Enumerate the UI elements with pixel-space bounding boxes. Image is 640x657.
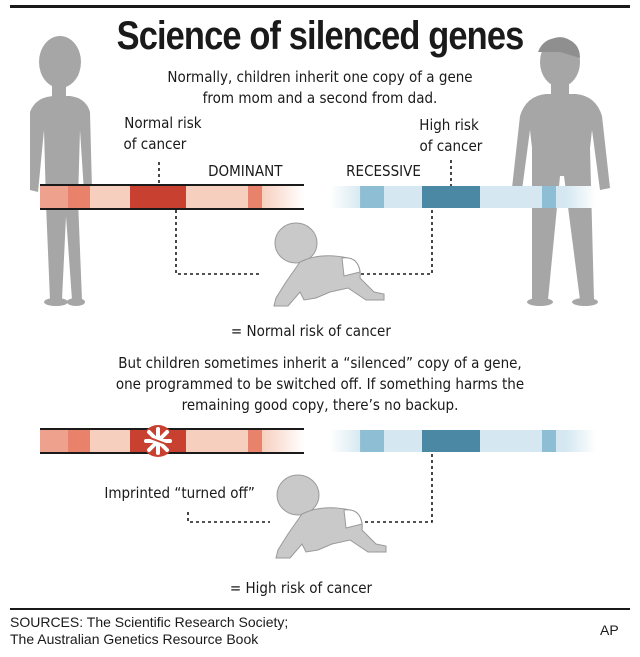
recessive-label: RECESSIVE bbox=[346, 162, 421, 180]
imprinted-label: Imprinted “turned off” bbox=[104, 484, 255, 502]
sources-line-2: The Australian Genetics Resource Book bbox=[10, 631, 259, 647]
baby-figure-top bbox=[273, 222, 385, 307]
baby-figure-bottom bbox=[275, 474, 387, 559]
mother-figure bbox=[30, 36, 92, 306]
top-rule bbox=[10, 5, 630, 8]
normal-risk-label-line-2: of cancer bbox=[123, 135, 187, 153]
recessive-gene-bar-bottom bbox=[330, 430, 596, 452]
intro-line-1: Normally, children inherit one copy of a… bbox=[167, 68, 473, 86]
bottom-rule bbox=[10, 608, 630, 610]
recessive-gene-bar-top bbox=[330, 186, 596, 208]
high-risk-label-line-1: High risk bbox=[419, 116, 479, 134]
father-figure bbox=[512, 37, 610, 306]
silenced-x-mark bbox=[142, 425, 174, 457]
high-risk-label-line-2: of cancer bbox=[419, 137, 483, 155]
explanation-line-1: But children sometimes inherit a “silenc… bbox=[118, 354, 522, 372]
normal-risk-label-line-1: Normal risk bbox=[124, 114, 202, 132]
intro-line-2: from mom and a second from dad. bbox=[202, 89, 438, 107]
result-normal-risk: = Normal risk of cancer bbox=[230, 322, 391, 340]
dotted-connectors-top bbox=[158, 160, 452, 275]
explanation-line-2: one programmed to be switched off. If so… bbox=[115, 375, 525, 393]
dominant-label: DOMINANT bbox=[208, 162, 283, 180]
dominant-gene-bar-top bbox=[40, 184, 304, 210]
graphic-title: Science of silenced genes bbox=[116, 14, 525, 58]
result-high-risk: = High risk of cancer bbox=[229, 579, 373, 597]
sources-line-1: SOURCES: The Scientific Research Society… bbox=[10, 614, 289, 630]
ap-credit: AP bbox=[600, 622, 619, 638]
explanation-line-3: remaining good copy, there’s no backup. bbox=[181, 396, 459, 414]
dotted-connectors-bottom bbox=[187, 454, 433, 523]
